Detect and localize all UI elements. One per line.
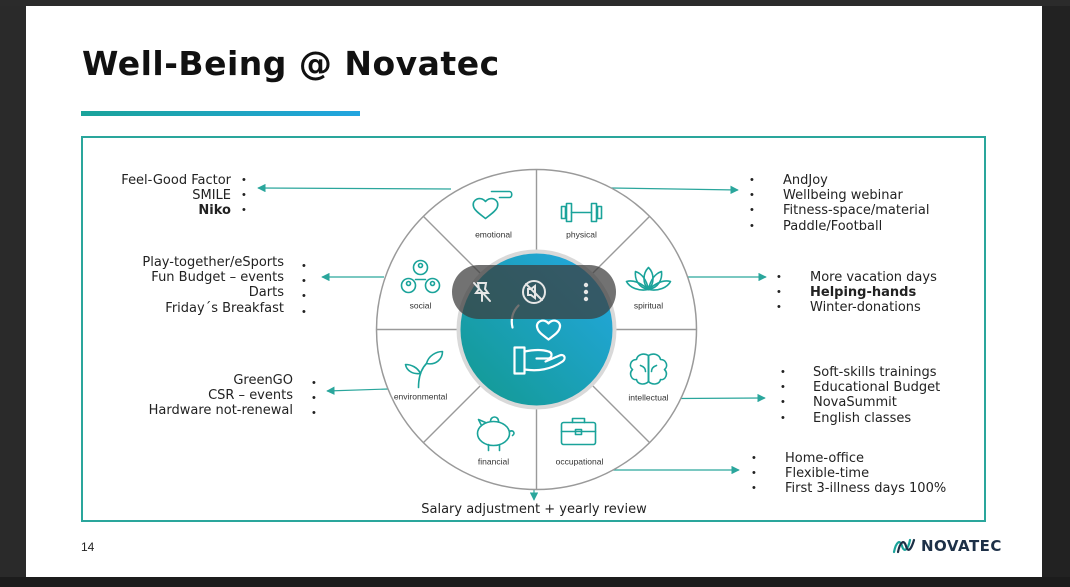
segment-label-social: social (410, 301, 432, 311)
financial-caption: Salary adjustment + yearly review (421, 502, 647, 517)
list-item: Friday´s Breakfast (165, 300, 284, 316)
list-social: Play-together/eSports Fun Budget – event… (106, 255, 284, 316)
list-item: Niko (198, 203, 231, 219)
dumbbell-icon (560, 202, 603, 223)
brain-icon (629, 353, 668, 385)
list-item: Flexible-time (785, 466, 870, 482)
sprout-icon (404, 350, 444, 389)
segment-label-financial: financial (478, 457, 509, 467)
bullets-environmental: ••• (312, 377, 316, 420)
list-item: CSR – events (208, 388, 293, 404)
presentation-slide: Well-Being @ Novatec Feel-Good Factor SM… (26, 6, 1042, 577)
wellbeing-wheel: emotional physical spiritual intellectua… (375, 168, 698, 491)
bullets-spiritual: ••• (777, 271, 781, 314)
list-item: NovaSummit (813, 395, 897, 411)
bullets-social: •••• (302, 260, 306, 318)
heart-hand-icon (472, 190, 513, 220)
list-item: Darts (248, 285, 284, 301)
segment-label-intellectual: intellectual (628, 393, 668, 403)
list-item: Fitness-space/material (783, 203, 930, 219)
list-item: GreenGO (233, 373, 293, 388)
list-spiritual: More vacation days Helping-hands Winter-… (810, 270, 1010, 316)
list-occupational: Home-office Flexible-time First 3-illnes… (785, 451, 1005, 497)
screen-top-edge (0, 0, 1070, 6)
floating-media-controls (452, 265, 616, 319)
list-item: More vacation days (810, 270, 937, 285)
novatec-logo-icon (892, 538, 916, 554)
list-physical: AndJoy Wellbeing webinar Fitness-space/m… (783, 173, 1003, 234)
segment-label-environmental: environmental (394, 392, 448, 402)
bullets-physical: •••• (750, 174, 754, 232)
list-item: AndJoy (783, 173, 828, 188)
list-item: Wellbeing webinar (783, 188, 903, 204)
briefcase-icon (560, 417, 597, 446)
mute-icon (522, 280, 546, 304)
lotus-icon (625, 266, 672, 291)
page-number: 14 (81, 540, 95, 554)
pin-off-button[interactable] (464, 274, 500, 310)
arrow-physical (610, 185, 739, 195)
list-environmental: GreenGO CSR – events Hardware not-renewa… (126, 373, 293, 419)
people-network-icon (400, 259, 441, 294)
more-options-button[interactable] (568, 274, 604, 310)
list-item: Soft-skills trainings (813, 365, 937, 380)
list-item: Educational Budget (813, 380, 941, 396)
list-intellectual: Soft-skills trainings Educational Budget… (813, 365, 1013, 426)
slide-title: Well-Being @ Novatec (82, 44, 500, 83)
list-item: Feel-Good Factor (121, 173, 231, 188)
list-item: Fun Budget – events (151, 270, 284, 286)
screen-bottom-edge (0, 577, 1070, 587)
list-item: Winter-donations (810, 300, 921, 316)
bullets-occupational: ••• (752, 452, 756, 495)
list-item: Play-together/eSports (142, 255, 284, 270)
pin-off-icon (473, 282, 491, 302)
list-item: Paddle/Football (783, 218, 883, 234)
list-item: Home-office (785, 451, 864, 466)
content-frame (81, 136, 986, 522)
segment-label-emotional: emotional (475, 230, 512, 240)
list-item: SMILE (192, 188, 231, 204)
brand-logo: NOVATEC (892, 536, 1002, 556)
screen-right-edge (1042, 6, 1070, 577)
arrow-environmental (326, 386, 389, 395)
list-item: Helping-hands (810, 285, 917, 301)
list-item: English classes (813, 410, 912, 426)
list-emotional: Feel-Good Factor SMILE Niko (86, 173, 231, 219)
bullets-emotional: ••• (242, 174, 246, 217)
bullets-intellectual: •••• (781, 366, 785, 424)
arrow-emotional (257, 183, 452, 193)
segment-label-physical: physical (566, 230, 597, 240)
segment-label-spiritual: spiritual (634, 301, 663, 311)
brand-name: NOVATEC (921, 537, 1002, 555)
more-vertical-icon (583, 282, 589, 302)
mute-button[interactable] (516, 274, 552, 310)
segment-label-occupational: occupational (556, 457, 604, 467)
list-item: Hardware not-renewal (148, 403, 293, 419)
piggy-bank-icon (476, 416, 515, 452)
title-underline (81, 111, 360, 116)
list-item: First 3-illness days 100% (785, 481, 947, 497)
